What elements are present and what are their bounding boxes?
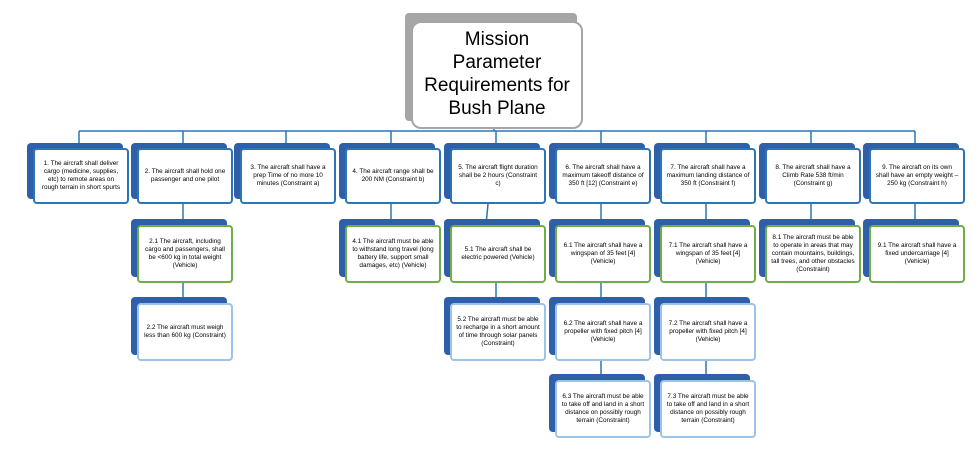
sub-requirement-4-1-face: 4.1 The aircraft must be able to withsta… xyxy=(345,225,441,283)
sub-requirement-6-1-node: 6.1 The aircraft shall have a wingspan o… xyxy=(549,219,651,283)
sub-requirement-4-1-label: 4.1 The aircraft must be able to withsta… xyxy=(352,238,434,269)
sub-requirement-7-1-node: 7.1 The aircraft shall have a wingspan o… xyxy=(654,219,756,283)
sub-requirement-6-3-label: 6.3 The aircraft must be able to take of… xyxy=(561,393,645,424)
requirement-7-label: 7. The aircraft shall have a maximum lan… xyxy=(666,164,750,187)
requirement-8-node: 8. The aircraft shall have a Climb Rate … xyxy=(759,143,861,204)
sub-requirement-6-2-node: 6.2 The aircraft shall have a propeller … xyxy=(549,297,651,361)
requirement-5-face: 5. The aircraft flight duration shall be… xyxy=(450,148,546,204)
sub-requirement-5-1-face: 5.1 The aircraft shall be electric power… xyxy=(450,225,546,283)
sub-requirement-5-2-label: 5.2 The aircraft must be able to recharg… xyxy=(456,316,540,347)
requirement-8-face: 8. The aircraft shall have a Climb Rate … xyxy=(765,148,861,204)
sub-requirement-2-2-node: 2.2 The aircraft must weigh less than 60… xyxy=(131,297,233,361)
requirement-7-face: 7. The aircraft shall have a maximum lan… xyxy=(660,148,756,204)
requirement-8-label: 8. The aircraft shall have a Climb Rate … xyxy=(775,164,851,187)
requirement-4-node: 4. The aircraft range shall be 200 NM (C… xyxy=(339,143,441,204)
requirement-6-face: 6. The aircraft shall have a maximum tak… xyxy=(555,148,651,204)
root-node-face: Mission Parameter Requirements for Bush … xyxy=(411,21,583,129)
requirement-6-node: 6. The aircraft shall have a maximum tak… xyxy=(549,143,651,204)
sub-requirement-5-2-face: 5.2 The aircraft must be able to recharg… xyxy=(450,303,546,361)
requirement-5-label: 5. The aircraft flight duration shall be… xyxy=(458,164,538,187)
requirement-9-label: 9. The aircraft on its own shall have an… xyxy=(875,164,959,187)
root-node: Mission Parameter Requirements for Bush … xyxy=(405,13,583,129)
sub-requirement-6-1-label: 6.1 The aircraft shall have a wingspan o… xyxy=(563,242,643,265)
requirement-2-label: 2. The aircraft shall hold one passenger… xyxy=(144,168,226,183)
sub-requirement-6-2-label: 6.2 The aircraft shall have a propeller … xyxy=(563,320,643,343)
sub-requirement-7-1-label: 7.1 The aircraft shall have a wingspan o… xyxy=(668,242,748,265)
sub-requirement-6-3-node: 6.3 The aircraft must be able to take of… xyxy=(549,374,651,438)
requirement-1-label: 1. The aircraft shall deliver cargo (med… xyxy=(41,160,121,191)
sub-requirement-7-3-label: 7.3 The aircraft must be able to take of… xyxy=(666,393,750,424)
sub-requirement-5-2-node: 5.2 The aircraft must be able to recharg… xyxy=(444,297,546,361)
requirement-3-label: 3. The aircraft shall have a prep Time o… xyxy=(250,164,326,187)
sub-requirement-9-1-node: 9.1 The aircraft shall have a fixed unde… xyxy=(863,219,965,283)
sub-requirement-6-3-face: 6.3 The aircraft must be able to take of… xyxy=(555,380,651,438)
requirement-1-node: 1. The aircraft shall deliver cargo (med… xyxy=(27,143,129,204)
sub-requirement-7-2-node: 7.2 The aircraft shall have a propeller … xyxy=(654,297,756,361)
requirement-9-node: 9. The aircraft on its own shall have an… xyxy=(863,143,965,204)
requirement-5-node: 5. The aircraft flight duration shall be… xyxy=(444,143,546,204)
sub-requirement-2-2-label: 2.2 The aircraft must weigh less than 60… xyxy=(144,324,226,339)
sub-requirement-2-2-face: 2.2 The aircraft must weigh less than 60… xyxy=(137,303,233,361)
requirement-6-label: 6. The aircraft shall have a maximum tak… xyxy=(562,164,644,187)
requirement-4-face: 4. The aircraft range shall be 200 NM (C… xyxy=(345,148,441,204)
sub-requirement-8-1-face: 8.1 The aircraft must be able to operate… xyxy=(765,225,861,283)
sub-requirement-6-1-face: 6.1 The aircraft shall have a wingspan o… xyxy=(555,225,651,283)
requirement-4-label: 4. The aircraft range shall be 200 NM (C… xyxy=(352,168,434,183)
sub-requirement-7-3-node: 7.3 The aircraft must be able to take of… xyxy=(654,374,756,438)
sub-requirement-9-1-face: 9.1 The aircraft shall have a fixed unde… xyxy=(869,225,965,283)
requirement-3-node: 3. The aircraft shall have a prep Time o… xyxy=(234,143,336,204)
sub-requirement-7-1-face: 7.1 The aircraft shall have a wingspan o… xyxy=(660,225,756,283)
requirement-1-face: 1. The aircraft shall deliver cargo (med… xyxy=(33,148,129,204)
sub-requirement-8-1-label: 8.1 The aircraft must be able to operate… xyxy=(771,234,855,273)
requirement-2-node: 2. The aircraft shall hold one passenger… xyxy=(131,143,233,204)
requirement-7-node: 7. The aircraft shall have a maximum lan… xyxy=(654,143,756,204)
requirement-9-face: 9. The aircraft on its own shall have an… xyxy=(869,148,965,204)
sub-requirement-2-1-node: 2.1 The aircraft, including cargo and pa… xyxy=(131,219,233,283)
sub-requirement-5-1-label: 5.1 The aircraft shall be electric power… xyxy=(461,246,535,261)
requirement-3-face: 3. The aircraft shall have a prep Time o… xyxy=(240,148,336,204)
sub-requirement-7-2-face: 7.2 The aircraft shall have a propeller … xyxy=(660,303,756,361)
sub-requirement-2-1-face: 2.1 The aircraft, including cargo and pa… xyxy=(137,225,233,283)
sub-requirement-4-1-node: 4.1 The aircraft must be able to withsta… xyxy=(339,219,441,283)
sub-requirement-5-1-node: 5.1 The aircraft shall be electric power… xyxy=(444,219,546,283)
root-title: Mission Parameter Requirements for Bush … xyxy=(424,29,570,119)
sub-requirement-2-1-label: 2.1 The aircraft, including cargo and pa… xyxy=(145,238,225,269)
sub-requirement-7-3-face: 7.3 The aircraft must be able to take of… xyxy=(660,380,756,438)
requirement-2-face: 2. The aircraft shall hold one passenger… xyxy=(137,148,233,204)
sub-requirement-9-1-label: 9.1 The aircraft shall have a fixed unde… xyxy=(877,242,957,265)
sub-requirement-8-1-node: 8.1 The aircraft must be able to operate… xyxy=(759,219,861,283)
sub-requirement-6-2-face: 6.2 The aircraft shall have a propeller … xyxy=(555,303,651,361)
sub-requirement-7-2-label: 7.2 The aircraft shall have a propeller … xyxy=(668,320,748,343)
